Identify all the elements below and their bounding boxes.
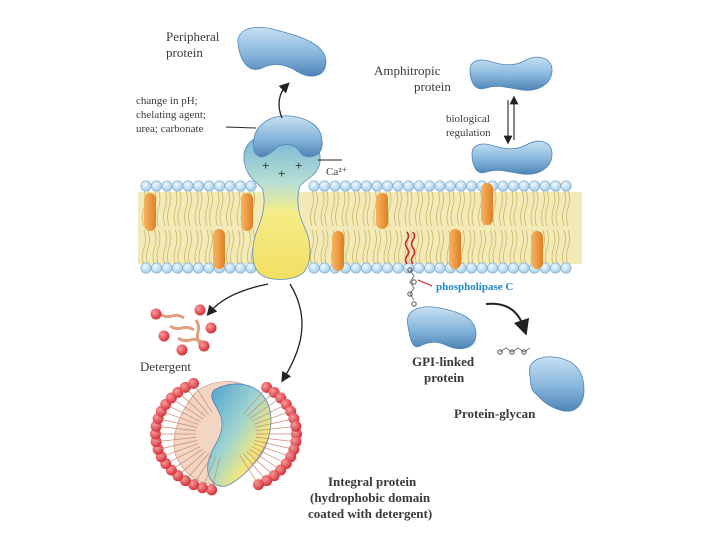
embedded-protein: [213, 229, 225, 269]
embedded-protein: [376, 193, 388, 229]
protein-glycan: [529, 356, 585, 412]
lipid-tails-top: [142, 189, 570, 227]
detergent-coated-integral-protein: [149, 377, 303, 496]
cleavage-arrow: [485, 302, 530, 336]
amphitropic-protein-bound: [471, 140, 553, 175]
embedded-protein: [241, 193, 253, 231]
gpi-linked-protein: [407, 306, 477, 350]
detergent-arrow: [206, 283, 269, 316]
charge-plus: +: [262, 158, 269, 173]
charge-plus: +: [295, 158, 302, 173]
calcium-ion-label: Ca²⁺: [326, 166, 348, 178]
amphitropic-protein-label-line2: protein: [414, 79, 451, 94]
release-conditions-line2: chelating agent;: [136, 109, 206, 121]
phospholipase-c-label: phospholipase C: [436, 281, 513, 293]
amphitropic-protein-free: [469, 56, 553, 91]
phospholipase-pointer: [417, 279, 433, 287]
embedded-proteins: [144, 183, 543, 271]
embedded-protein: [449, 229, 461, 269]
detergent-molecules: [150, 304, 217, 356]
release-arrow: [278, 82, 290, 119]
embedded-protein: [332, 231, 344, 271]
integral-protein-membrane: + + +: [243, 115, 323, 280]
lipid-heads-bottom: [140, 262, 572, 274]
solubilized-integral-protein: [207, 383, 272, 487]
peripheral-protein-label-line1: Peripheral: [166, 29, 220, 44]
lipid-heads-top: [140, 180, 572, 192]
amphitropic-protein-label-line1: Amphitropic: [374, 63, 441, 78]
release-conditions-line3: urea; carbonate: [136, 123, 204, 135]
integral-protein-label-line1: Integral protein: [328, 474, 417, 489]
detergent-tails: [155, 383, 297, 490]
lipid-bilayer: [138, 180, 582, 274]
solubilization-arrow: [281, 283, 303, 383]
charge-plus: +: [278, 166, 285, 181]
biological-regulation-line2: regulation: [446, 127, 491, 139]
gpi-linker-chain: [407, 267, 417, 307]
release-pointer: [225, 126, 257, 129]
gpi-linked-protein-label-line2: protein: [424, 370, 465, 385]
gpi-linked-protein-label-line1: GPI-linked: [412, 354, 475, 369]
integral-protein-label-line3: coated with detergent): [308, 506, 432, 521]
biological-regulation-line1: biological: [446, 113, 490, 125]
integral-protein-label-line2: (hydrophobic domain: [310, 490, 431, 505]
peripheral-protein-label-line2: protein: [166, 45, 203, 60]
embedded-protein: [144, 193, 156, 231]
peripheral-protein: [237, 27, 327, 77]
embedded-protein: [531, 231, 543, 269]
glycan-chain: [497, 347, 531, 355]
hydrophobic-core: [138, 192, 582, 264]
release-conditions-line1: change in pH;: [136, 95, 198, 107]
protein-glycan-label: Protein-glycan: [454, 406, 536, 421]
gpi-anchor-lipid: [404, 231, 416, 265]
embedded-protein: [481, 183, 493, 225]
detergent-label: Detergent: [140, 359, 191, 374]
peripheral-protein-bound: [253, 115, 323, 158]
